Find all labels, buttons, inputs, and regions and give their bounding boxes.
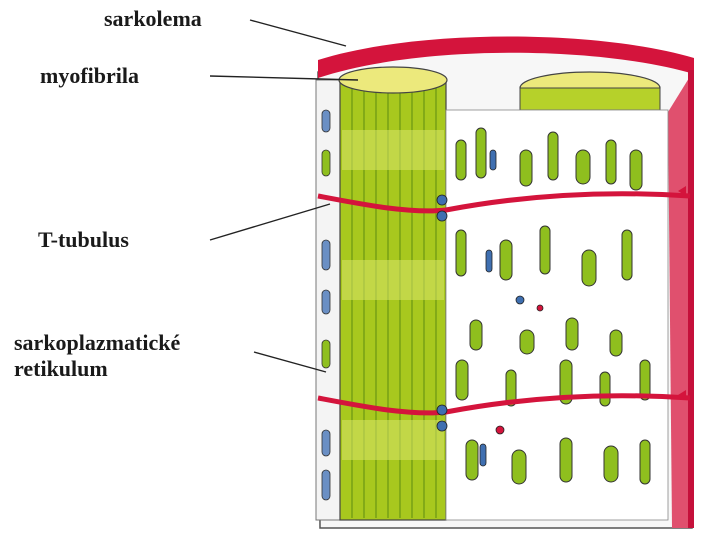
- myofibril-column-2: [520, 88, 660, 110]
- label-t-tubulus: T-tubulus: [38, 227, 129, 253]
- label-sarkoplazmaticke-retikulum: sarkoplazmatické retikulum: [14, 330, 180, 382]
- leader-sr: [254, 352, 326, 372]
- left-sr-blobs: [322, 110, 330, 500]
- label-sr-line2: retikulum: [14, 356, 180, 382]
- label-sarkolema: sarkolema: [104, 6, 202, 32]
- leader-t-tubulus: [210, 204, 330, 240]
- sarkolema-side-edge: [688, 70, 694, 528]
- label-sr-line1: sarkoplazmatické: [14, 330, 180, 356]
- leader-sarkolema: [250, 20, 346, 46]
- label-myofibrila: myofibrila: [40, 63, 139, 89]
